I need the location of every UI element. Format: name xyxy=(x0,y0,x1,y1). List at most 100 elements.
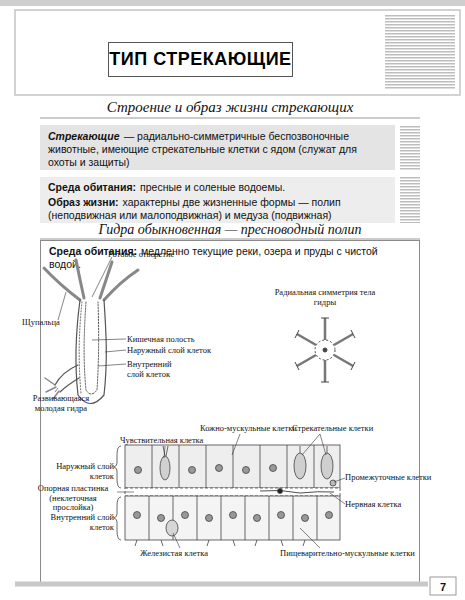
leader-line xyxy=(55,388,58,392)
leader-line xyxy=(173,533,180,548)
leader-line xyxy=(334,478,345,482)
part-label: Опорная пластинка (неклеточная прослойка… xyxy=(30,484,116,513)
part-label: Наружный слой клеток xyxy=(30,462,114,481)
inner-layer xyxy=(84,302,99,394)
symmetry-circle xyxy=(315,340,335,360)
text-body: пресные и соленые водоемы. xyxy=(140,181,285,193)
nucleus xyxy=(134,512,141,519)
tentacle xyxy=(44,268,80,300)
leader-line xyxy=(105,350,126,352)
text-heading: Образ жизни: xyxy=(48,196,119,208)
nucleus xyxy=(278,512,285,519)
box-body: Среда обитания: пресные и соленые водоемы… xyxy=(40,177,395,228)
layer-brace xyxy=(114,446,121,488)
section-heading: Гидра обыкновенная — пресноводный полип xyxy=(40,222,420,239)
part-label: Пищеварительно-мускульные клетки xyxy=(280,549,430,559)
nucleus xyxy=(270,465,277,472)
leader-line xyxy=(117,492,134,493)
leader-line xyxy=(232,434,240,455)
box-body: Стрекающие— радиально-симметричные беспо… xyxy=(40,125,395,176)
stinging-cell xyxy=(321,453,333,479)
nerve-cell xyxy=(260,490,334,493)
outer-cell-layer xyxy=(125,445,340,488)
part-label: Промежуточные клетки xyxy=(345,473,445,483)
stripe-block xyxy=(400,125,420,170)
part-label: Щупальца xyxy=(22,318,82,328)
body-wall xyxy=(76,300,106,404)
leader-line xyxy=(330,493,345,504)
center-dot xyxy=(323,348,327,352)
outer-layer xyxy=(79,302,82,393)
leader-lines xyxy=(55,257,126,392)
nucleus xyxy=(302,515,309,522)
nucleus xyxy=(230,512,237,519)
gland-cell xyxy=(166,520,178,536)
box-body: Среда обитания:медленно текущие реки, оз… xyxy=(41,241,419,277)
paragraph: Среда обитания: пресные и соленые водоемы… xyxy=(48,181,387,194)
leader-line xyxy=(320,434,326,455)
nucleus xyxy=(243,467,250,474)
stripe-block xyxy=(385,14,455,90)
part-label: Железистая клетка xyxy=(140,549,240,559)
section-subtitle: Строение и образ жизни стрекающих xyxy=(40,98,420,116)
part-label: Ротовое отверстие xyxy=(108,250,198,260)
part-label: Стрекательные клетки xyxy=(292,424,382,434)
bottom-bar xyxy=(15,582,428,587)
nerve-cell-body xyxy=(278,489,283,494)
radial-symmetry xyxy=(295,318,355,382)
nucleus xyxy=(254,515,261,522)
layer-brace xyxy=(114,497,121,540)
bud xyxy=(55,365,79,392)
hydra-section xyxy=(44,260,138,404)
page-number-box xyxy=(430,577,456,595)
ray-ends xyxy=(295,318,355,382)
sensory-hair xyxy=(163,446,168,456)
nucleus xyxy=(326,512,333,519)
leader-line xyxy=(92,257,112,297)
leader-line xyxy=(164,446,165,458)
header-frame xyxy=(15,10,460,95)
cnidocil xyxy=(300,446,327,453)
paragraph: Стрекающие— радиально-симметричные беспо… xyxy=(48,130,387,169)
nucleus xyxy=(206,515,213,522)
text-heading: Среда обитания: xyxy=(48,181,136,193)
text-heading: Стрекающие xyxy=(48,130,120,142)
part-label: Радиальная симметрия тела гидры xyxy=(270,288,380,307)
support-plate xyxy=(125,488,340,496)
text-box: Стрекающие— радиально-симметричные беспо… xyxy=(40,125,395,170)
rule-line xyxy=(40,239,420,240)
nucleus xyxy=(158,515,165,522)
sensory-cell xyxy=(160,456,170,480)
leader-line xyxy=(98,364,126,366)
stinging-cell xyxy=(294,453,306,479)
tentacle xyxy=(104,270,138,300)
part-label: Развивающаяся молодая гидра xyxy=(26,394,96,413)
top-bar xyxy=(0,0,465,6)
part-label: Внутренний слой клеток xyxy=(127,360,187,379)
part-label: Чувствительная клетка xyxy=(120,436,220,446)
leader-line xyxy=(300,528,320,548)
flagella xyxy=(135,540,305,546)
text-box: Среда обитания: пресные и соленые водоемы… xyxy=(40,177,395,223)
leader-line xyxy=(92,339,126,340)
interstitial-cell xyxy=(330,480,336,486)
part-label: Кожно-мускульные клетки xyxy=(200,424,300,434)
nucleus xyxy=(216,465,223,472)
inner-cell-layer xyxy=(125,496,340,540)
part-label: Нервная клетка xyxy=(345,500,445,510)
cell-walls xyxy=(149,496,317,540)
part-label: Наружный слой клеток xyxy=(127,346,227,356)
cell-layers xyxy=(114,445,340,546)
nucleus xyxy=(189,467,196,474)
rule-line xyxy=(40,118,420,119)
part-label: Внутренний слой клеток xyxy=(30,513,114,532)
nucleus xyxy=(135,467,142,474)
leader-lines xyxy=(117,434,345,548)
symmetry-rays xyxy=(297,318,353,382)
page-number: 7 xyxy=(430,580,456,594)
page-title: ТИП СТРЕКАЮЩИЕ xyxy=(108,42,293,77)
stripe-block xyxy=(400,177,420,223)
cell-walls xyxy=(152,445,314,488)
part-label: Кишечная полость xyxy=(127,335,217,345)
